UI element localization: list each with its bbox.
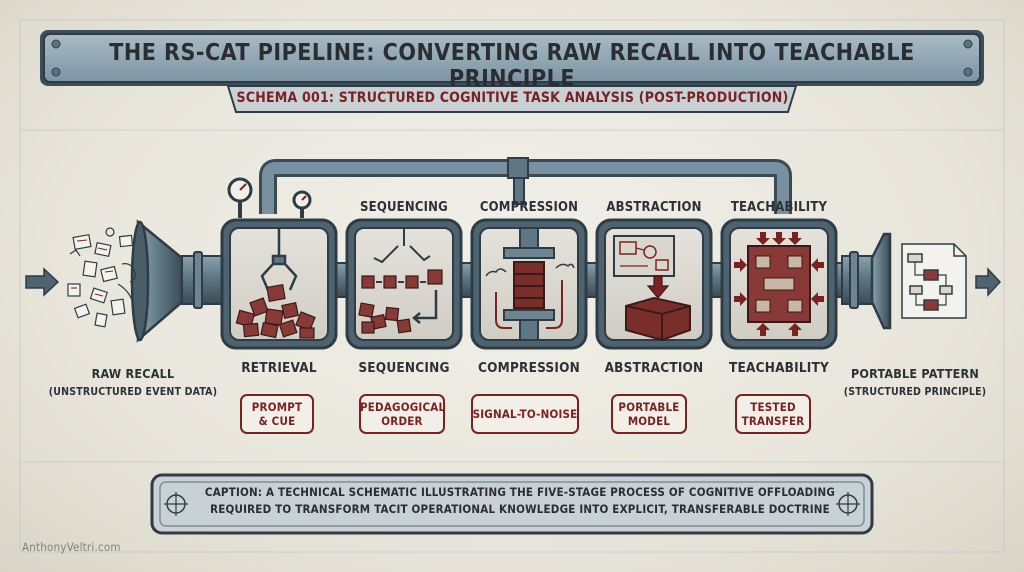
output-arrow-icon bbox=[975, 267, 1002, 297]
input-title: RAW RECALL bbox=[91, 366, 175, 381]
tag-line: ORDER bbox=[381, 414, 423, 428]
stage-tags bbox=[240, 394, 811, 434]
title-plate bbox=[40, 30, 984, 86]
output-title: PORTABLE PATTERN bbox=[850, 366, 980, 381]
sorting-conveyor-icon bbox=[358, 228, 443, 334]
stage-label-teachability: TEACHABILITY bbox=[729, 360, 829, 376]
output-nozzle bbox=[841, 232, 892, 330]
tag-line: PORTABLE bbox=[618, 400, 680, 414]
tag-line: TRANSFER bbox=[741, 414, 805, 428]
stage-top-label-teachability: TEACHABILITY bbox=[730, 200, 828, 215]
claw-grabber-icon bbox=[235, 228, 316, 339]
stage-tag-teachability: TESTED TRANSFER bbox=[736, 400, 810, 428]
stage-top-label-compression: COMPRESSION bbox=[479, 200, 579, 215]
stage-tag-retrieval: PROMPT & CUE bbox=[241, 400, 313, 428]
stage-label-abstraction: ABSTRACTION bbox=[604, 360, 704, 376]
caption-line-1: CAPTION: A TECHNICAL SCHEMATIC ILLUSTRAT… bbox=[204, 485, 836, 499]
input-arrow-icon bbox=[25, 267, 60, 297]
tag-line: PEDAGOGICAL bbox=[360, 400, 446, 414]
stage-tag-compression: SIGNAL-TO-NOISE bbox=[472, 407, 578, 421]
pressure-gauge-icon bbox=[292, 190, 312, 218]
tag-line: PROMPT bbox=[251, 400, 303, 414]
intake-funnel bbox=[130, 219, 223, 343]
stage-tag-sequencing: PEDAGOGICAL ORDER bbox=[360, 400, 446, 428]
output-subtitle: (STRUCTURED PRINCIPLE) bbox=[843, 386, 987, 398]
input-subtitle: (UNSTRUCTURED EVENT DATA) bbox=[48, 386, 218, 398]
scattered-documents-icon bbox=[67, 227, 136, 328]
tag-line: TESTED bbox=[750, 400, 796, 414]
stage-top-label-sequencing: SEQUENCING bbox=[360, 200, 448, 215]
subtitle-plate bbox=[226, 85, 798, 113]
overhead-pipe bbox=[259, 157, 792, 214]
tag-line: & CUE bbox=[258, 414, 296, 428]
blueprint-block-icon bbox=[613, 235, 691, 342]
arrows-to-grid-icon bbox=[734, 232, 824, 336]
page-title: THE RS-CAT PIPELINE: CONVERTING RAW RECA… bbox=[109, 40, 915, 92]
tag-line: MODEL bbox=[627, 414, 671, 428]
stage-label-sequencing: SEQUENCING bbox=[358, 360, 450, 376]
caption: CAPTION: A TECHNICAL SCHEMATIC ILLUSTRAT… bbox=[190, 484, 850, 518]
pressure-gauge-icon bbox=[227, 177, 253, 218]
stage-label-retrieval: RETRIEVAL bbox=[241, 360, 317, 376]
press-compressor-icon bbox=[485, 227, 575, 341]
stage-top-label-abstraction: ABSTRACTION bbox=[606, 200, 702, 215]
watermark[interactable]: AnthonyVeltri.com bbox=[22, 540, 121, 554]
tag-line: SIGNAL-TO-NOISE bbox=[472, 407, 578, 421]
blueprint-grid bbox=[19, 19, 1005, 553]
schema-subtitle: SCHEMA 001: STRUCTURED COGNITIVE TASK AN… bbox=[236, 90, 789, 106]
stage-label-compression: COMPRESSION bbox=[478, 360, 580, 376]
caption-plate bbox=[150, 473, 874, 535]
caption-line-2: REQUIRED TO TRANSFORM TACIT OPERATIONAL … bbox=[210, 502, 830, 516]
flowchart-document-icon bbox=[901, 243, 967, 319]
stage-tag-abstraction: PORTABLE MODEL bbox=[612, 400, 686, 428]
